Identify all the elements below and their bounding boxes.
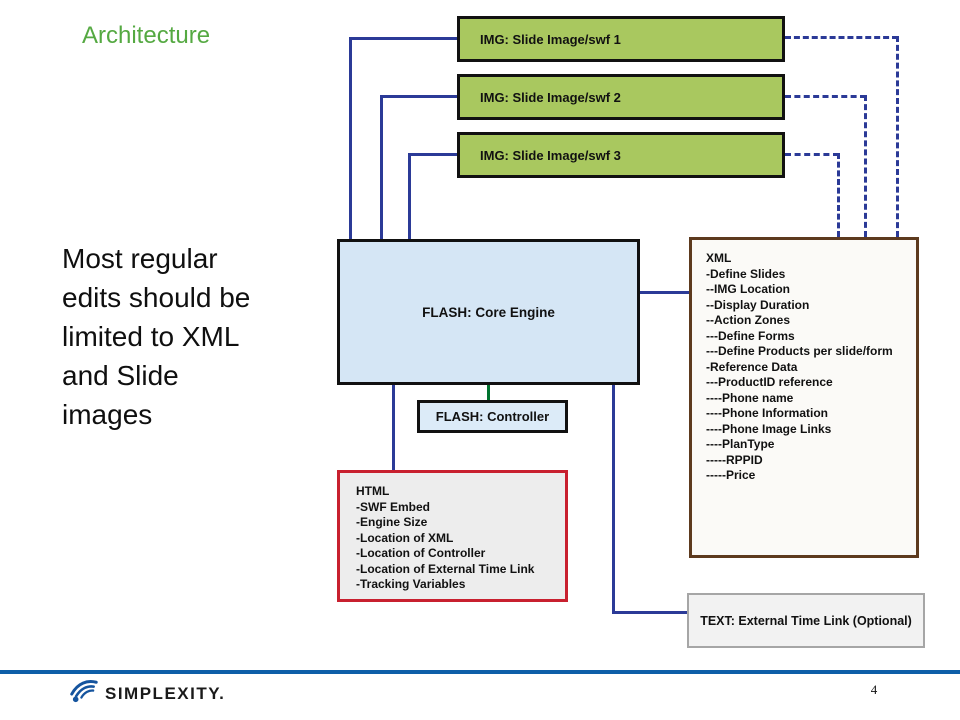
text-line: ----Phone Information — [706, 406, 828, 420]
img-slide-box-3-label: IMG: Slide Image/swf 3 — [480, 147, 621, 163]
text-line: ----Phone name — [706, 390, 794, 405]
dashed-connector-img1-xml-h — [785, 36, 898, 39]
side-note: Most regular edits should be limited to XM… — [62, 239, 250, 434]
html-box: HTML-SWF Embed-Engine Size-Location of X… — [337, 470, 568, 602]
text-line: -Location of Controller — [356, 546, 486, 560]
simplexity-logo-icon — [70, 679, 98, 708]
dashed-connector-img2-xml-v — [864, 95, 867, 237]
text-line: --Action Zones — [706, 313, 790, 327]
text-line: Most regular — [62, 243, 218, 274]
img-slide-box-2: IMG: Slide Image/swf 2 — [457, 74, 785, 120]
text-line: --Display Duration — [706, 297, 810, 312]
external-time-link-label: TEXT: External Time Link (Optional) — [700, 613, 912, 628]
text-line: ----Phone Image Links — [706, 421, 832, 436]
text-line: --IMG Location — [706, 282, 790, 296]
text-line: XML — [706, 251, 732, 265]
connector-core-xml — [640, 291, 689, 294]
text-line: limited to XML — [62, 321, 240, 352]
connector-img3-core-h — [408, 153, 457, 156]
connector-img1-core-v — [349, 37, 352, 239]
dashed-connector-img3-xml-h — [785, 153, 839, 156]
connector-img2-core-v — [380, 95, 383, 239]
dashed-connector-img3-xml-v — [837, 153, 840, 237]
img-slide-box-1-label: IMG: Slide Image/swf 1 — [480, 31, 621, 47]
text-line: -Define Slides — [706, 266, 786, 281]
text-line: -Location of XML — [356, 530, 454, 545]
dashed-connector-img2-xml-h — [785, 95, 866, 98]
text-line: -SWF Embed — [356, 499, 430, 514]
controller-box: FLASH: Controller — [417, 400, 568, 433]
brand-name: SIMPLEXITY. — [105, 683, 226, 703]
core-engine-label: FLASH: Core Engine — [422, 304, 555, 320]
connector-core-extlink-h — [612, 611, 687, 614]
external-time-link-box: TEXT: External Time Link (Optional) — [687, 593, 925, 648]
xml-box: XML-Define Slides--IMG Location--Display… — [689, 237, 919, 558]
connector-core-extlink-v — [612, 385, 615, 614]
core-engine-box: FLASH: Core Engine — [337, 239, 640, 385]
text-line: -Location of External Time Link — [356, 561, 535, 576]
text-line: -Engine Size — [356, 515, 428, 529]
connector-img3-core-v — [408, 153, 411, 239]
text-line: and Slide — [62, 360, 179, 391]
text-line: ----PlanType — [706, 437, 775, 451]
text-line: -----Price — [706, 468, 756, 482]
text-line: edits should be — [62, 282, 251, 313]
connector-img1-core-h — [349, 37, 457, 40]
text-line: ---Define Products per slide/form — [706, 344, 893, 358]
connector-core-controller — [487, 385, 490, 400]
text-line: -----RPPID — [706, 452, 763, 467]
page-title: Architecture — [82, 22, 211, 49]
text-line: images — [62, 399, 153, 430]
img-slide-box-3: IMG: Slide Image/swf 3 — [457, 132, 785, 178]
connector-core-html — [392, 385, 395, 470]
text-line: -Reference Data — [706, 359, 798, 374]
page-number: 4 — [870, 682, 878, 697]
text-line: HTML — [356, 484, 390, 498]
img-slide-box-2-label: IMG: Slide Image/swf 2 — [480, 89, 621, 105]
text-line: ---ProductID reference — [706, 375, 833, 389]
footer-divider — [0, 670, 960, 674]
dashed-connector-img1-xml-v — [896, 36, 899, 237]
controller-label: FLASH: Controller — [435, 409, 550, 424]
text-line: -Tracking Variables — [356, 577, 466, 591]
footer-brand: SIMPLEXITY. — [70, 679, 225, 708]
text-line: ---Define Forms — [706, 328, 795, 343]
connector-img2-core-h — [380, 95, 457, 98]
img-slide-box-1: IMG: Slide Image/swf 1 — [457, 16, 785, 62]
